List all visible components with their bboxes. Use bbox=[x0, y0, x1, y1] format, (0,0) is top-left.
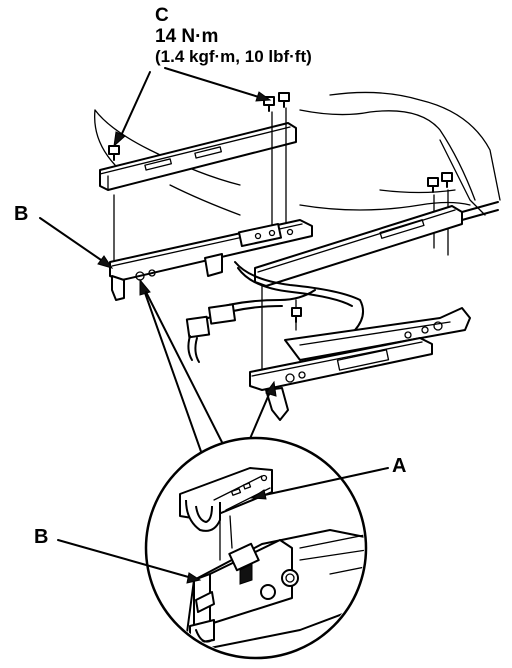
callout-a: A bbox=[392, 455, 407, 477]
callout-b-rail: B bbox=[14, 203, 29, 225]
wire-harness bbox=[185, 261, 365, 363]
pointer-a-arrow bbox=[250, 467, 389, 500]
detail-callout-arrows bbox=[139, 278, 277, 463]
lower-rail-left bbox=[109, 219, 313, 301]
bolt-icon bbox=[278, 92, 290, 108]
lower-rail-right bbox=[249, 337, 433, 421]
torque-callout-arrows bbox=[113, 67, 272, 148]
bolt-icon bbox=[441, 172, 453, 188]
alignment-lines bbox=[113, 107, 449, 371]
pointer-b-detail-arrow bbox=[57, 539, 202, 584]
detail-magnifier bbox=[144, 436, 368, 660]
callout-c-torque: 14 N·m bbox=[155, 26, 219, 47]
seat-outline bbox=[94, 91, 501, 216]
bolt-icon bbox=[108, 145, 120, 161]
callout-c-letter: C bbox=[155, 5, 169, 26]
bolt-icon bbox=[263, 96, 275, 112]
rail-b-arrow bbox=[39, 217, 114, 269]
bolt-icon bbox=[291, 307, 302, 323]
upper-rail-left bbox=[99, 122, 297, 191]
bolt-icon bbox=[427, 177, 439, 193]
callout-b-detail: B bbox=[34, 526, 49, 548]
callout-c-torque-alt: (1.4 kgf·m, 10 lbf·ft) bbox=[155, 47, 312, 66]
